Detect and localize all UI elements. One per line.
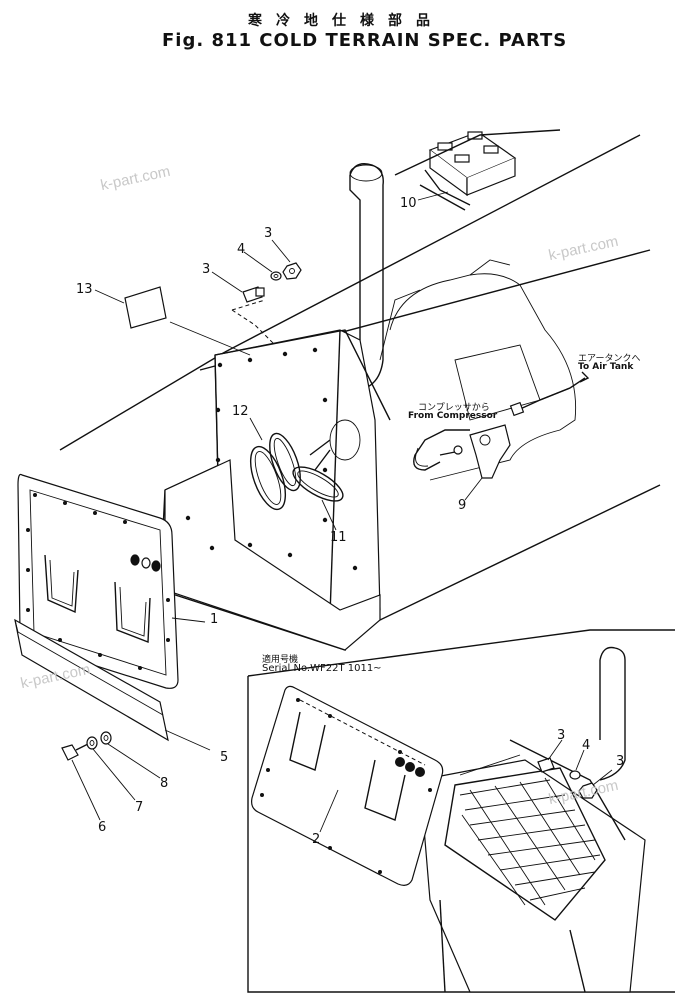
callout-3-inset-bolt: 3 <box>557 728 566 743</box>
callout-4: 4 <box>237 242 246 257</box>
to-air-tank-jp: エアータンクへ <box>578 354 641 364</box>
bolt-6 <box>61 743 89 761</box>
gasket-ring-12 <box>249 432 301 511</box>
leader-11 <box>321 499 337 531</box>
inset-plate-holes <box>260 698 432 874</box>
title-english: Fig. 811 COLD TERRAIN SPEC. PARTS <box>162 30 568 51</box>
gasket-ring-11 <box>292 466 344 502</box>
inset-bolt-group <box>459 739 613 799</box>
housing-bolt-holes <box>215 347 358 571</box>
callout-8: 8 <box>160 776 169 791</box>
callout-12: 12 <box>232 404 249 419</box>
leaders-6-7-8 <box>71 743 161 821</box>
plate-1-holes <box>26 493 170 670</box>
leader-10 <box>417 191 449 201</box>
washer-8 <box>100 731 112 745</box>
callout-11: 11 <box>330 530 347 545</box>
callout-13: 13 <box>76 282 93 297</box>
leader-12 <box>249 417 263 441</box>
serial-applicability-jp: 適用号機 <box>262 655 299 665</box>
callout-3-bolt: 3 <box>202 262 211 277</box>
callout-9: 9 <box>458 498 467 513</box>
leader-5 <box>164 729 211 751</box>
title-japanese: 寒冷地仕様部品 <box>248 13 444 29</box>
washer-7 <box>86 736 98 750</box>
from-compressor-en: From Compressor <box>408 411 498 421</box>
callout-6: 6 <box>98 820 107 835</box>
decal-13 <box>94 286 251 356</box>
serial-applicability-en: Serial No.WF22T 1011~ <box>262 663 382 674</box>
callout-3-inset-nut: 3 <box>616 754 625 769</box>
callout-5: 5 <box>220 750 229 765</box>
to-air-tank-en: To Air Tank <box>578 362 634 372</box>
lower-housing <box>164 459 381 651</box>
callout-3-nut: 3 <box>264 226 273 241</box>
callout-7: 7 <box>135 800 144 815</box>
leader-9 <box>464 477 483 501</box>
leader-2 <box>319 789 339 833</box>
callout-10: 10 <box>400 196 417 211</box>
air-dryer <box>413 371 590 479</box>
leader-1 <box>171 617 206 623</box>
battery-box <box>394 129 561 211</box>
gasket-plate-1 <box>17 473 179 689</box>
inset-gasket-plate-2 <box>251 685 444 886</box>
bolt-group-top <box>231 262 302 346</box>
callout-1: 1 <box>210 612 219 627</box>
from-compressor-jp: コンプレッサから <box>418 403 490 413</box>
cover-plate-5 <box>14 618 169 742</box>
callout-4-inset: 4 <box>582 738 591 753</box>
inset-exhaust <box>599 646 626 781</box>
leaders-top <box>211 239 291 293</box>
callout-2: 2 <box>312 832 321 847</box>
